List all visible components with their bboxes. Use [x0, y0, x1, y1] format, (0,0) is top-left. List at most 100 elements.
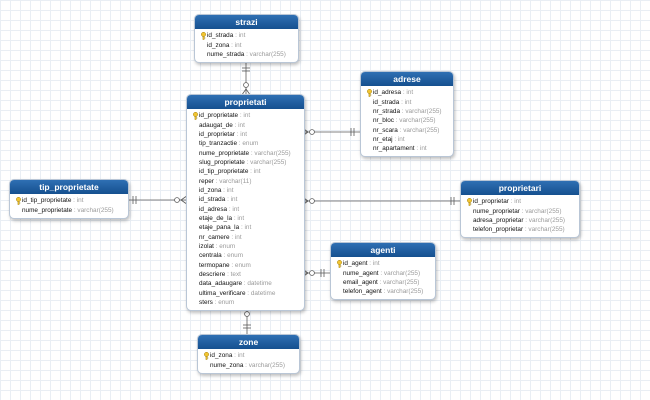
column-row[interactable]: nume_zona : varchar(255) [202, 360, 295, 369]
column-type: varchar(255) [77, 206, 114, 214]
column-row[interactable]: sters : enum [191, 298, 300, 307]
column-row[interactable]: data_adaugare : datetime [191, 279, 300, 288]
column-row[interactable]: id_adresa : int [365, 88, 449, 97]
column-row[interactable]: nr_etaj : int [365, 135, 449, 144]
column-name: id_strada [199, 196, 226, 204]
column-type: int [237, 352, 245, 360]
column-type: varchar(255) [250, 158, 287, 166]
column-row[interactable]: id_zona : int [199, 40, 294, 49]
column-row[interactable]: etaje_de_la : int [191, 214, 300, 223]
column-row[interactable]: id_agent : int [335, 259, 431, 268]
type-separator: : [393, 117, 400, 125]
many-marker [180, 196, 187, 201]
column-row[interactable]: etaje_pana_la : int [191, 223, 300, 232]
column-type: text [230, 271, 241, 279]
type-separator: : [212, 299, 219, 307]
optional-marker [309, 129, 315, 135]
column-row[interactable]: id_strada : int [365, 97, 449, 106]
table-title[interactable]: proprietati [187, 95, 304, 109]
column-type: int [397, 135, 405, 143]
column-row[interactable]: nume_proprietar : varchar(255) [465, 206, 575, 215]
column-row[interactable]: adaugat_de : int [191, 120, 300, 129]
table-title[interactable]: agenti [331, 243, 435, 257]
column-type: int [76, 197, 84, 205]
column-row[interactable]: nr_strada : varchar(255) [365, 107, 449, 116]
type-separator: : [244, 158, 251, 166]
column-row[interactable]: id_proprietar : int [465, 197, 575, 206]
column-type: varchar(255) [528, 226, 565, 234]
column-row[interactable]: izolat : enum [191, 242, 300, 251]
column-name: id_adresa [199, 205, 228, 213]
column-name: id_strada [207, 32, 234, 40]
type-separator: : [221, 252, 228, 260]
column-row[interactable]: nr_scara : varchar(255) [365, 125, 449, 134]
relationship-adrese [302, 128, 360, 136]
column-row[interactable]: descriere : text [191, 270, 300, 279]
column-row[interactable]: reper : varchar(11) [191, 176, 300, 185]
type-separator: : [213, 177, 220, 185]
type-separator: : [248, 168, 254, 176]
type-separator: : [229, 41, 235, 49]
column-row[interactable]: id_adresa : int [191, 204, 300, 213]
many-marker [245, 88, 250, 95]
column-row[interactable]: nume_agent : varchar(255) [335, 268, 431, 277]
type-separator: : [72, 206, 78, 214]
column-row[interactable]: nr_apartament : int [365, 144, 449, 153]
primary-key-icon [465, 197, 473, 206]
many-marker [242, 88, 247, 95]
column-row[interactable]: email_agent : varchar(255) [335, 278, 431, 287]
column-row[interactable]: termopane : enum [191, 261, 300, 270]
column-name: nr_camere [199, 233, 230, 241]
column-row[interactable]: tip_tranzactie : enum [191, 139, 300, 148]
column-row[interactable]: id_zona : int [202, 351, 295, 360]
column-type: enum [218, 299, 235, 307]
column-row[interactable]: id_proprietar : int [191, 130, 300, 139]
column-type: varchar(255) [399, 117, 436, 125]
column-row[interactable]: id_tip_proprietate : int [191, 167, 300, 176]
table-title[interactable]: proprietari [461, 181, 579, 195]
column-name: adaugat_de [199, 121, 233, 129]
column-name: id_proprietar [199, 130, 235, 138]
column-type: int [230, 196, 238, 204]
type-separator: : [225, 196, 231, 204]
column-row[interactable]: centrala : enum [191, 251, 300, 260]
column-type: varchar(255) [383, 269, 421, 277]
column-row[interactable]: telefon_agent : varchar(255) [335, 287, 431, 296]
column-row[interactable]: slug_proprietate : varchar(255) [191, 158, 300, 167]
column-row[interactable]: nr_bloc : varchar(255) [365, 116, 449, 125]
column-type: int [406, 89, 414, 97]
column-type: varchar(255) [405, 107, 442, 115]
column-row[interactable]: id_strada : int [199, 31, 294, 40]
column-row[interactable]: id_proprietate : int [191, 111, 300, 120]
column-row[interactable]: nr_camere : int [191, 232, 300, 241]
table-title[interactable]: tip_proprietate [10, 180, 128, 194]
type-separator: : [213, 242, 220, 250]
table-title[interactable]: strazi [195, 15, 298, 29]
type-separator: : [245, 289, 251, 297]
column-row[interactable]: telefon_proprietar : varchar(255) [465, 225, 575, 234]
column-row[interactable]: nume_proprietate : varchar(255) [14, 205, 124, 214]
column-name: sters [199, 299, 213, 307]
column-row[interactable]: nume_strada : varchar(255) [199, 50, 294, 59]
column-name: id_zona [210, 352, 233, 360]
table-title[interactable]: zone [198, 335, 299, 349]
column-type: int [232, 205, 240, 213]
type-separator: : [508, 198, 515, 206]
primary-key-icon [14, 196, 22, 205]
column-row[interactable]: adresa_proprietar : varchar(255) [465, 216, 575, 225]
column-row[interactable]: nume_proprietate : varchar(255) [191, 148, 300, 157]
column-row[interactable]: ultima_verificare : datetime [191, 289, 300, 298]
table-title[interactable]: adrese [361, 72, 453, 86]
column-row[interactable]: id_tip_proprietate : int [14, 196, 124, 205]
column-type: varchar(255) [387, 288, 424, 296]
type-separator: : [239, 224, 245, 232]
column-row[interactable]: id_strada : int [191, 195, 300, 204]
column-row[interactable]: id_zona : int [191, 186, 300, 195]
